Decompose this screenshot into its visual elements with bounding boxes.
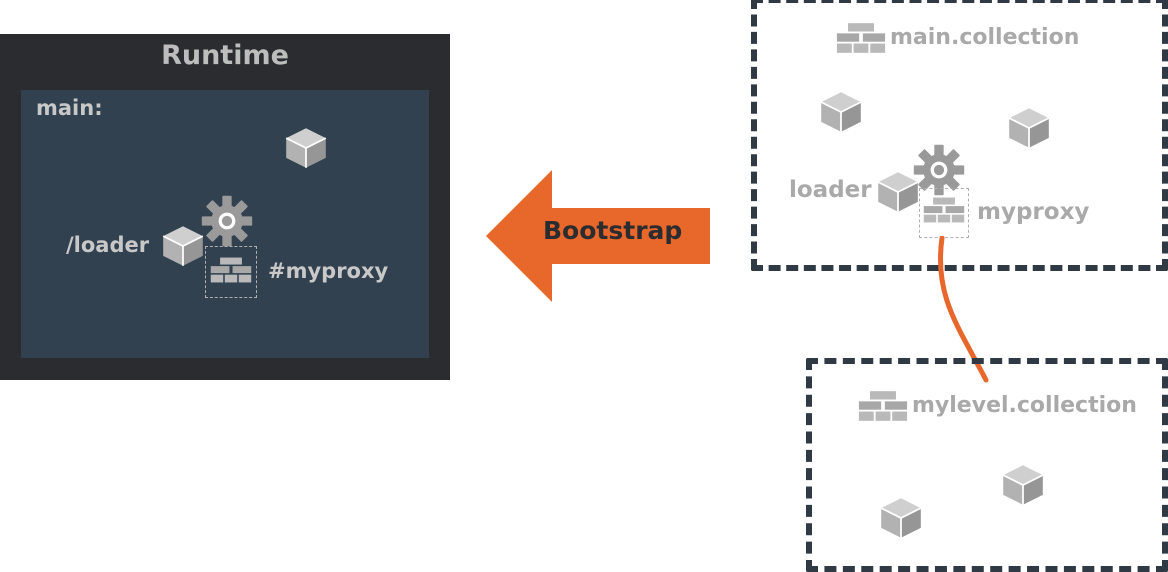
gear-icon [199,193,255,249]
cube-icon [1001,463,1045,507]
cube-icon [879,496,923,540]
collection-icon [858,390,908,422]
main-collection-title: main.collection [890,25,1080,50]
collection-icon [836,22,886,54]
cube-icon [819,90,863,134]
main-collection-box [751,0,1168,271]
cube-icon [876,170,920,214]
cube-icon [284,126,328,170]
runtime-main-label: main: [36,96,103,120]
bootstrap-arrow [486,170,710,302]
main-proxy-label: myproxy [977,199,1090,225]
bootstrap-label: Bootstrap [543,216,683,245]
cube-icon [1007,106,1051,150]
level-collection-title: mylevel.collection [912,393,1137,418]
collection-icon [210,256,252,284]
cube-icon [161,224,205,268]
runtime-loader-label: /loader [66,233,150,257]
runtime-title: Runtime [161,40,289,71]
level-collection-box [806,358,1168,572]
runtime-proxy-label: #myproxy [268,259,389,283]
runtime-proxy-box [205,246,257,298]
collection-icon [923,196,965,224]
main-loader-label: loader [789,177,872,203]
